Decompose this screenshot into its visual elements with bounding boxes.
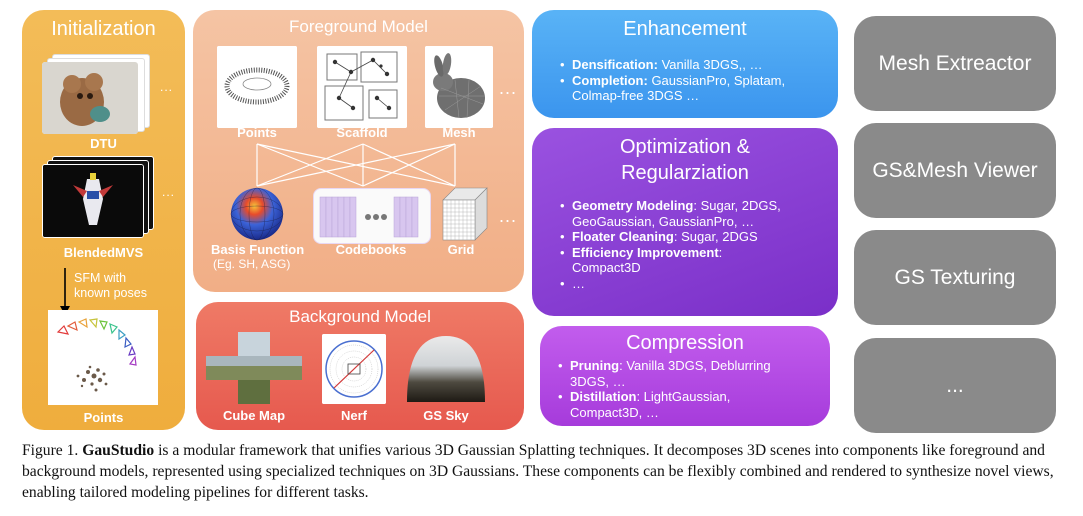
figure-caption: Figure 1. GauStudio is a modular framewo… [22, 440, 1062, 503]
compression-title: Compression [626, 332, 744, 354]
optimization-panel: Optimization & Regularziation Geometry M… [532, 128, 838, 316]
blendedmvs-label: BlendedMVS [63, 245, 144, 260]
optimization-item: Geometry Modeling: Sugar, 2DGS, [558, 198, 781, 214]
optimization-item: Floater Cleaning: Sugar, 2DGS [558, 229, 781, 245]
grid-label: Grid [447, 242, 475, 257]
basis-function-sublabel: (Eg. SH, ASG) [213, 257, 291, 271]
sfm-points-image [48, 310, 158, 405]
optimization-item: Compact3D [572, 260, 641, 275]
foreground-model-panel: Foreground Model [193, 10, 524, 292]
compression-item: Pruning: Vanilla 3DGS, Deblurring [556, 358, 771, 374]
gs-sky-label: GS Sky [423, 408, 469, 423]
optimization-title-line1: Optimization & [619, 136, 751, 158]
optimization-item: Efficiency Improvement: [558, 245, 781, 261]
grid-cube-icon [442, 187, 488, 241]
compression-list: Pruning: Vanilla 3DGS, Deblurring 3DGS, … [556, 358, 771, 420]
enhancement-title: Enhancement [623, 18, 747, 40]
enhancement-list: Densification: Vanilla 3DGS,, … Completi… [558, 57, 785, 104]
foreground-top-ellipsis: ... [499, 78, 518, 98]
mesh-primitive-image [425, 46, 493, 128]
enhancement-item: Colmap-free 3DGS … [572, 88, 700, 103]
sfm-label-line1: SFM with [74, 271, 127, 285]
optimization-item: GeoGaussian, GaussianPro, … [572, 213, 755, 229]
dtu-image [42, 62, 138, 134]
blendedmvs-ellipsis: ... [162, 185, 176, 199]
mesh-extractor-box: Mesh Extreactor [854, 16, 1056, 111]
sfm-points-label: Points [83, 410, 124, 425]
cube-map-image [206, 332, 302, 404]
caption-prefix: Figure 1. [22, 442, 83, 459]
primitive-connections [256, 143, 456, 187]
optimization-list: Geometry Modeling: Sugar, 2DGS, GeoGauss… [558, 198, 781, 291]
compression-item: Compact3D, … [570, 404, 659, 420]
enhancement-item: Completion: GaussianPro, Splatam, [558, 73, 785, 89]
points-primitive-image [217, 46, 297, 128]
enhancement-item: Densification: Vanilla 3DGS,, … [558, 57, 785, 73]
background-model-title: Background Model [289, 307, 431, 326]
initialization-panel: Initialization ... DTU ... BlendedMVS [22, 10, 185, 430]
optimization-title-line2: Regularziation [621, 162, 749, 184]
basis-function-sphere-icon [230, 187, 284, 241]
foreground-bottom-ellipsis: ... [499, 206, 518, 226]
codebooks-image [313, 188, 431, 244]
compression-panel: Compression Pruning: Vanilla 3DGS, Deblu… [540, 326, 830, 426]
sfm-arrow [60, 268, 70, 315]
dtu-label: DTU [90, 136, 117, 151]
nerf-image [322, 334, 386, 404]
scaffold-label: Scaffold [336, 125, 388, 140]
mesh-label: Mesh [442, 125, 476, 140]
caption-text: is a modular framework that unifies vari… [22, 442, 1054, 501]
compression-item: Distillation: LightGaussian, [556, 389, 771, 405]
optimization-item: … [558, 276, 781, 292]
initialization-title: Initialization [51, 18, 156, 40]
compression-item: 3DGS, … [570, 373, 626, 389]
points-label: Points [237, 125, 277, 140]
dtu-ellipsis: ... [160, 80, 174, 94]
basis-function-label: Basis Function [211, 242, 305, 257]
background-model-panel: Background Model Cube Map [196, 302, 524, 430]
scaffold-primitive-image [317, 46, 407, 128]
nerf-label: Nerf [340, 408, 367, 423]
more-tools-box: ... [854, 338, 1056, 433]
codebooks-label: Codebooks [335, 242, 407, 257]
blendedmvs-image [42, 164, 144, 238]
gs-sky-image [407, 336, 485, 402]
gs-mesh-viewer-box: GS&Mesh Viewer [854, 123, 1056, 218]
gs-texturing-box: GS Texturing [854, 230, 1056, 325]
sfm-label-line2: known poses [74, 286, 147, 300]
cube-map-label: Cube Map [222, 408, 286, 423]
caption-name: GauStudio [82, 442, 155, 459]
enhancement-panel: Enhancement Densification: Vanilla 3DGS,… [532, 10, 838, 118]
foreground-model-title: Foreground Model [289, 17, 428, 36]
